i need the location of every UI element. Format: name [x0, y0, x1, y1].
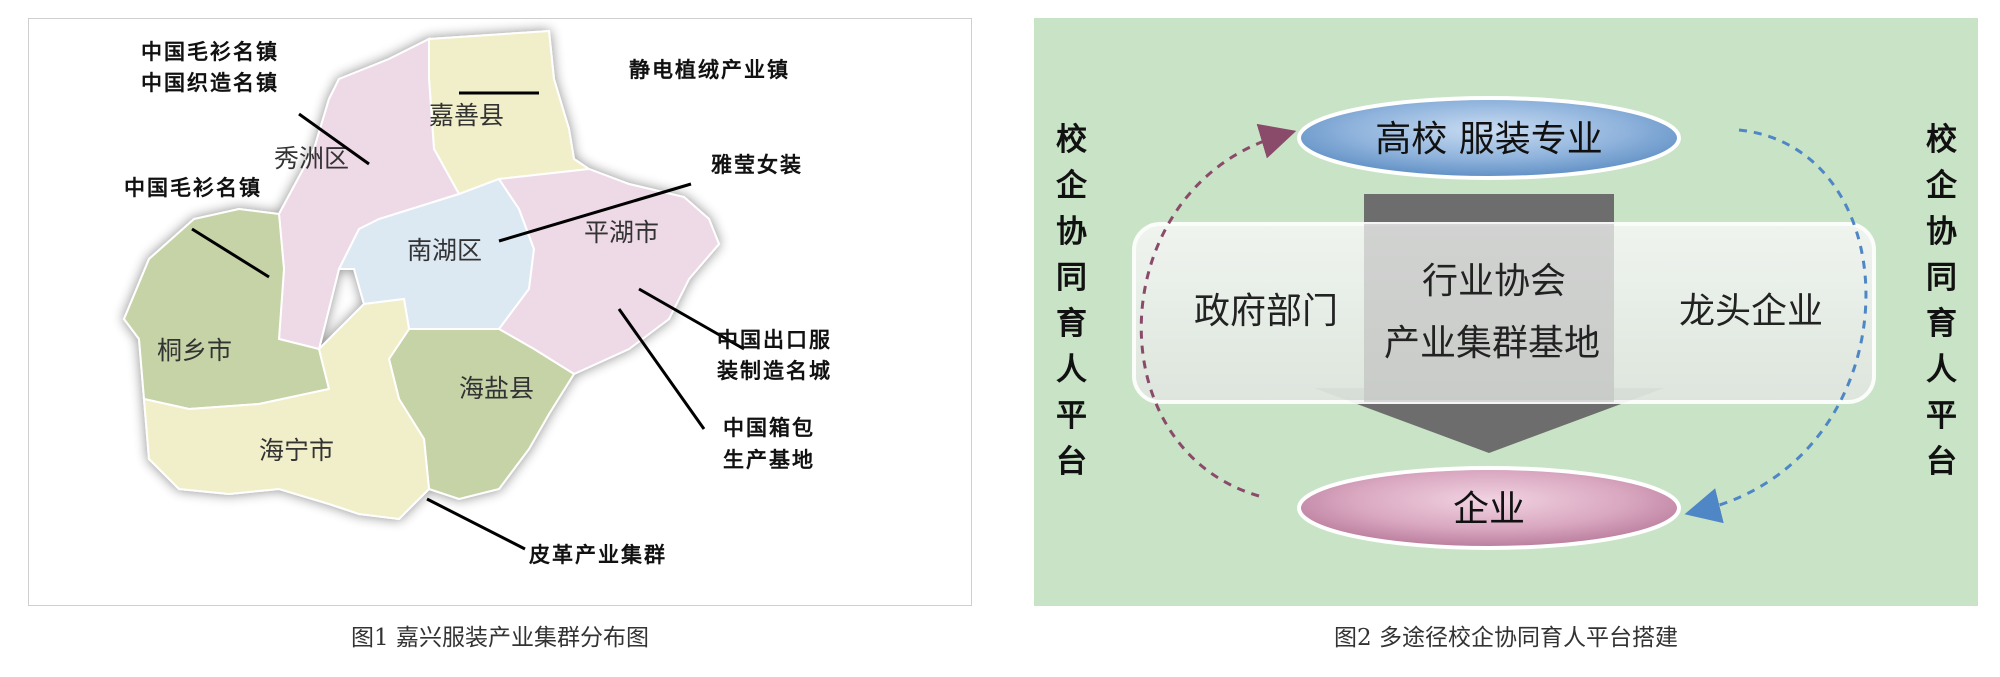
industry-cluster-label: 产业集群基地	[1384, 323, 1600, 364]
region-pinghu	[497, 167, 721, 376]
leader-line-bags	[617, 308, 706, 430]
annotation-textile-town: 中国织造名镇	[141, 71, 279, 95]
svg-text:协: 协	[1056, 214, 1087, 250]
stakeholder-box-center-band	[1364, 224, 1614, 402]
figure1-caption: 图1 嘉兴服装产业集群分布图	[351, 625, 649, 651]
left-dashed-arrow	[1139, 123, 1297, 498]
label-haining: 海宁市	[259, 436, 334, 465]
platform-diagram: 政府部门 行业协会 产业集群基地 龙头企业 高校 服装专业 企业 校 企 协 同…	[1056, 96, 1958, 550]
leading-enterprise-label: 龙头企业	[1679, 291, 1823, 332]
annotation-bags-2: 生产基地	[723, 448, 815, 472]
svg-text:台: 台	[1926, 444, 1957, 480]
svg-text:平: 平	[1926, 398, 1957, 434]
annotation-export-city-1: 中国出口服	[717, 328, 832, 352]
annotation-sweater-town-1: 中国毛衫名镇	[141, 40, 279, 64]
label-haiyan: 海盐县	[459, 374, 534, 403]
svg-text:校: 校	[1926, 122, 1957, 158]
right-dashed-arrow	[1684, 128, 1868, 524]
label-nanhu: 南湖区	[407, 236, 482, 265]
map-figure: 嘉善县 秀洲区 南湖区 平湖市 桐乡市 海盐县 海宁市 中国毛衫名镇 中国织造名…	[28, 18, 972, 606]
leader-line-textile-town	[298, 112, 370, 166]
label-pinghu: 平湖市	[584, 218, 659, 247]
leader-line-sweater-town	[191, 227, 270, 279]
annotation-flocking-town: 静电植绒产业镇	[629, 58, 790, 82]
svg-text:企: 企	[1056, 168, 1088, 204]
government-label: 政府部门	[1194, 291, 1338, 332]
svg-text:同: 同	[1926, 260, 1957, 296]
enterprise-oval	[1297, 466, 1681, 550]
annotation-bags-1: 中国箱包	[723, 416, 815, 440]
svg-text:育: 育	[1056, 306, 1087, 342]
region-haining	[142, 297, 431, 521]
annotation-export-city-2: 装制造名城	[717, 359, 832, 383]
svg-text:人: 人	[1926, 352, 1957, 388]
svg-text:协: 协	[1926, 214, 1957, 250]
right-side-label: 校 企 协 同 育 人 平 台	[1926, 122, 1958, 480]
label-xiuzhou: 秀洲区	[274, 144, 349, 173]
annotation-sweater-town-2: 中国毛衫名镇	[124, 176, 262, 200]
label-tongxiang: 桐乡市	[157, 336, 232, 365]
left-side-label: 校 企 协 同 育 人 平 台	[1056, 122, 1088, 480]
svg-text:育: 育	[1926, 306, 1957, 342]
svg-text:人: 人	[1056, 352, 1087, 388]
svg-text:校: 校	[1056, 122, 1087, 158]
annotation-leather: 皮革产业集群	[529, 543, 667, 567]
platform-figure: 政府部门 行业协会 产业集群基地 龙头企业 高校 服装专业 企业 校 企 协 同…	[1034, 18, 1978, 606]
leader-line-yaying	[498, 182, 692, 243]
svg-text:台: 台	[1056, 444, 1087, 480]
annotation-yaying: 雅莹女装	[711, 153, 803, 177]
enterprise-label: 企业	[1453, 489, 1525, 530]
leader-line-leather	[426, 497, 526, 551]
leader-line-export-city	[638, 287, 745, 351]
university-oval	[1297, 96, 1681, 180]
figure2-caption: 图2 多途径校企协同育人平台搭建	[1334, 625, 1678, 651]
svg-text:平: 平	[1056, 398, 1087, 434]
svg-text:同: 同	[1056, 260, 1087, 296]
industry-association-label: 行业协会	[1422, 261, 1566, 302]
jiaxing-map: 嘉善县 秀洲区 南湖区 平湖市 桐乡市 海盐县 海宁市 中国毛衫名镇 中国织造名…	[122, 29, 832, 567]
label-jiashan: 嘉善县	[429, 101, 504, 130]
leader-lines	[191, 91, 745, 551]
svg-text:企: 企	[1926, 168, 1958, 204]
university-label: 高校 服装专业	[1375, 119, 1602, 160]
